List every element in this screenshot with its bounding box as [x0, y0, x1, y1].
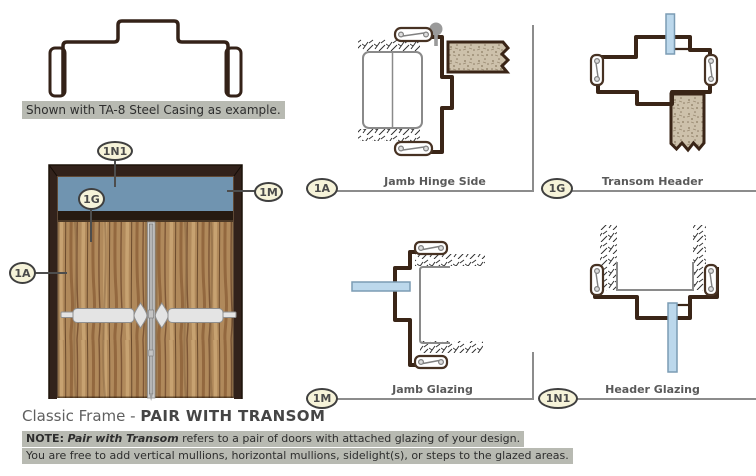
note-emphasis: Pair with Transom: [67, 432, 179, 445]
note-line-2: You are free to add vertical mullions, h…: [22, 448, 573, 464]
balloon-1n1: 1N1: [97, 141, 133, 161]
caption-jamb-glazing: Jamb Glazing: [392, 383, 473, 396]
anchor-left: [589, 53, 605, 87]
title-bold: PAIR WITH TRANSOM: [140, 407, 326, 425]
detail-jamb-glazing: [351, 240, 485, 370]
rule-1n1: [576, 398, 756, 400]
anchor-left: [589, 263, 605, 297]
anchor-top: [393, 26, 434, 43]
note-label: NOTE:: [26, 432, 64, 445]
rule-1g: [571, 190, 756, 192]
detail-balloon-1a: 1A: [306, 178, 338, 199]
note-line-1: NOTE: Pair with Transom refers to a pair…: [22, 431, 525, 447]
anchor-right: [703, 53, 719, 87]
balloon-1g: 1G: [78, 188, 105, 210]
separator-top: [532, 25, 534, 192]
leader-1a: [35, 272, 67, 274]
rule-1a: [336, 190, 532, 192]
detail-balloon-1n1: 1N1: [538, 388, 578, 409]
detail-header-glazing: [589, 225, 719, 373]
page-title: Classic Frame - PAIR WITH TRANSOM: [22, 407, 325, 425]
detail-transom-header: [589, 13, 719, 153]
title-prefix: Classic Frame -: [22, 407, 141, 425]
leader-1n1: [114, 160, 116, 187]
anchor-right: [703, 263, 719, 297]
glazing-strip: [351, 281, 411, 292]
steel-frame: [48, 164, 243, 399]
door-slab-section: [419, 266, 450, 344]
steel-casing-profile-drawing: [48, 19, 243, 98]
rule-1m: [336, 398, 532, 400]
astragal-and-rod: [147, 221, 156, 401]
caption-jamb-hinge-side: Jamb Hinge Side: [384, 175, 486, 188]
detail-balloon-1m: 1M: [306, 388, 338, 409]
note-line1-rest: refers to a pair of doors with attached …: [178, 432, 521, 445]
panic-bars: [60, 302, 237, 329]
leader-1g: [90, 209, 92, 242]
glazing-strip: [665, 13, 676, 55]
separator-bottom: [532, 352, 534, 400]
leader-1m: [227, 190, 255, 192]
pair-with-transom-elevation: [48, 164, 243, 401]
caption-transom-header: Transom Header: [601, 175, 704, 188]
anchor-top: [413, 240, 449, 256]
glazing-strip: [667, 302, 678, 373]
balloon-1m: 1M: [254, 182, 283, 202]
transom-bar: [57, 211, 234, 222]
door-top-section: [669, 92, 706, 153]
wall-throat-section: [616, 262, 694, 291]
anchor-bottom: [393, 140, 434, 157]
detail-jamb-hinge-side: [358, 22, 511, 157]
caption-header-glazing: Header Glazing: [605, 383, 700, 396]
casing-caption: Shown with TA-8 Steel Casing as example.: [22, 101, 285, 119]
balloon-1a: 1A: [9, 262, 36, 284]
wall-section: [446, 40, 511, 74]
detail-balloon-1g: 1G: [541, 178, 573, 199]
anchor-bottom: [413, 354, 449, 370]
